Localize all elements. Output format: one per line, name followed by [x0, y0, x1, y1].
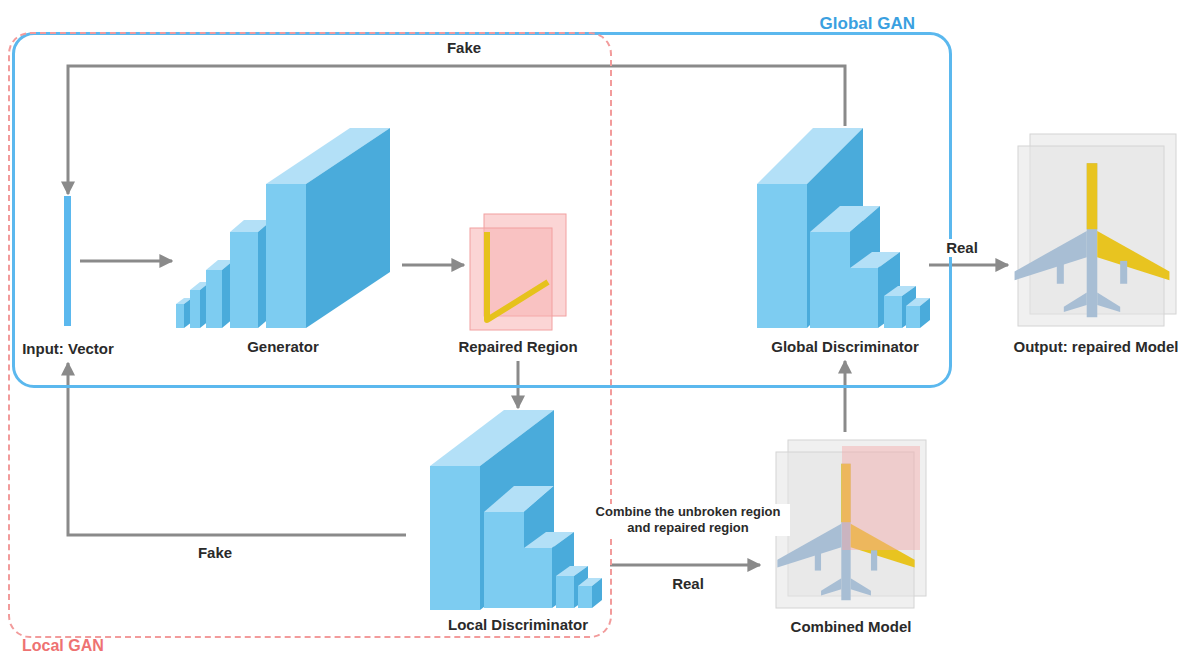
right-engine: [1120, 261, 1127, 284]
edge-label: Real: [943, 239, 981, 257]
figure-node: Input: Vector: [60, 194, 76, 328]
block-front: [850, 268, 878, 328]
block-side: [920, 298, 930, 328]
figure-node: Combined Model: [770, 436, 932, 610]
flow-arrow: [610, 564, 760, 567]
volume-box: [470, 214, 566, 330]
node-label: Local Discriminator: [448, 616, 588, 634]
repaired-part: [487, 232, 548, 320]
left-stabilizer: [1064, 293, 1087, 312]
annotation-text: Combine the unbroken region and repaired…: [586, 504, 790, 536]
layer-block: [578, 578, 602, 608]
node-label: Repaired Region: [458, 338, 577, 356]
block-front: [190, 290, 200, 328]
layer-block: [906, 298, 930, 328]
edge-label: Fake: [195, 544, 235, 562]
node-label: Output: repaired Model: [1014, 338, 1179, 356]
block-side: [592, 578, 602, 608]
volume-box: [776, 440, 926, 608]
gan-region: Global GANInput: VectorGeneratorRepaired…: [12, 32, 952, 388]
block-front: [230, 232, 258, 328]
edge-label: Real: [669, 575, 707, 593]
left-engine: [815, 550, 821, 570]
flow-arrow: [80, 260, 172, 263]
figure-node: Repaired Region: [466, 210, 570, 330]
edge-label: Fake: [444, 39, 484, 57]
flow-arrow: [402, 264, 464, 267]
right-stabilizer: [851, 578, 871, 595]
fuselage: [1087, 163, 1098, 317]
block-front: [757, 184, 807, 328]
right-engine: [871, 550, 877, 570]
box-front: [470, 228, 552, 330]
block-front: [430, 466, 480, 610]
left-wing: [1015, 231, 1087, 280]
flow-arrow: [844, 361, 847, 432]
flow-arrow: [929, 264, 1008, 267]
block-front: [578, 586, 592, 608]
figure-node: Output: repaired Model: [1012, 128, 1180, 330]
airplane-model: [1015, 163, 1170, 317]
node-label: Global Discriminator: [771, 338, 919, 356]
repair-highlight: [842, 446, 920, 550]
flow-arrow: [68, 66, 845, 194]
block-front: [906, 306, 920, 328]
block-front: [266, 184, 306, 328]
left-stabilizer: [821, 578, 841, 595]
block-front: [176, 304, 184, 328]
block-side: [306, 128, 390, 328]
layer-block: [430, 410, 554, 610]
box-front: [1018, 146, 1164, 326]
layer-block: [230, 220, 272, 328]
region-title: Global GAN: [820, 15, 915, 33]
figure-node: Local Discriminator: [428, 408, 608, 610]
right-stabilizer: [1097, 293, 1120, 312]
flow-arrow: [517, 361, 520, 408]
block-front: [884, 296, 902, 328]
block-front: [484, 512, 524, 608]
block-front: [206, 270, 222, 328]
left-engine: [1057, 261, 1064, 284]
region-title: Local GAN: [22, 637, 104, 655]
block-side: [480, 410, 554, 610]
input-vector-bar: [64, 196, 71, 326]
figure-node: Generator: [172, 126, 394, 330]
block-front: [524, 548, 552, 608]
layer-block: [206, 260, 234, 328]
volume-box: [1018, 134, 1176, 326]
block-front: [810, 232, 850, 328]
flow-arrow: [68, 363, 406, 535]
node-label: Combined Model: [791, 618, 912, 636]
block-front: [556, 576, 574, 608]
node-label: Generator: [247, 338, 319, 356]
figure-node: Global Discriminator: [755, 126, 935, 330]
right-wing: [1097, 231, 1169, 280]
repaired-fuselage: [1087, 163, 1098, 229]
node-label: Input: Vector: [22, 340, 114, 358]
layer-block: [176, 298, 192, 328]
gan-region: Local GANLocal Discriminator: [8, 32, 612, 638]
layer-block: [266, 128, 390, 328]
